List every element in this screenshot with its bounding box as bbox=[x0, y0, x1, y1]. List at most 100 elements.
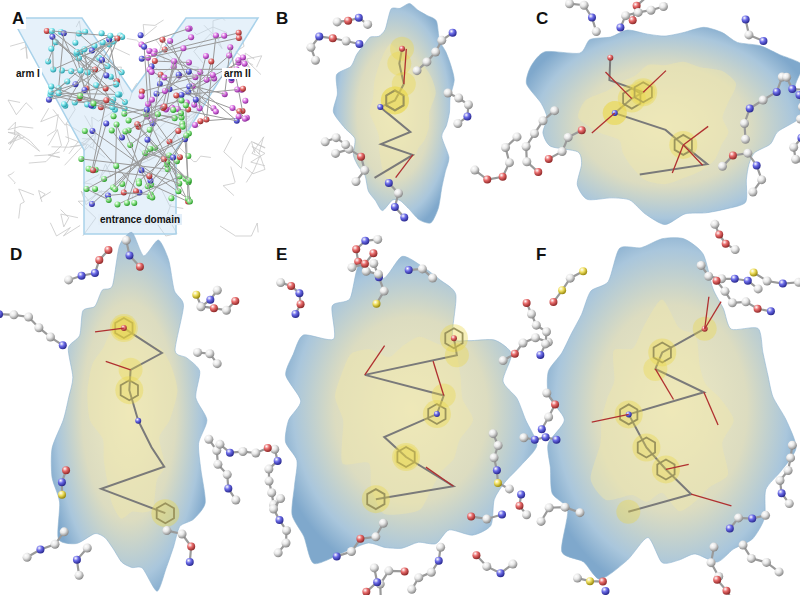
atom-sphere bbox=[482, 562, 491, 571]
bond-stick bbox=[173, 136, 186, 158]
atom-sphere bbox=[297, 300, 305, 308]
residue-atom bbox=[91, 101, 97, 107]
interaction-line bbox=[592, 113, 615, 133]
protein-wireframe bbox=[179, 147, 211, 161]
atom-sphere bbox=[58, 478, 66, 486]
residue-atom bbox=[236, 113, 242, 119]
bond-stick bbox=[281, 283, 301, 314]
bond-stick bbox=[148, 75, 179, 117]
atom-sphere bbox=[729, 151, 737, 159]
protein-wireframe bbox=[8, 172, 15, 184]
atom-sphere bbox=[385, 179, 393, 187]
hydrophobic-marker bbox=[151, 499, 179, 527]
residue-atom bbox=[126, 117, 132, 123]
atom-sphere bbox=[578, 126, 586, 134]
atom-sphere bbox=[579, 267, 587, 275]
bond-stick bbox=[722, 153, 761, 192]
atom-sphere bbox=[451, 335, 457, 341]
atom-sphere bbox=[782, 73, 791, 82]
atom-sphere bbox=[352, 245, 360, 253]
atom-sphere bbox=[775, 567, 784, 576]
bond-stick bbox=[112, 130, 151, 180]
atom-sphere bbox=[23, 553, 32, 562]
bond-stick bbox=[147, 140, 188, 181]
atom-sphere bbox=[773, 88, 781, 96]
atom-sphere bbox=[621, 11, 630, 20]
atom-sphere bbox=[734, 513, 743, 522]
bond-stick bbox=[172, 108, 237, 121]
atom-sphere bbox=[24, 312, 33, 321]
residue-atom bbox=[242, 98, 248, 104]
atom-sphere bbox=[789, 143, 798, 152]
atom-sphere bbox=[741, 135, 750, 144]
atom-sphere bbox=[759, 95, 768, 104]
binding-pocket bbox=[306, 0, 472, 223]
atom-sphere bbox=[501, 143, 510, 152]
atom-sphere bbox=[747, 554, 756, 563]
atom-sphere bbox=[659, 2, 668, 11]
atom-sphere bbox=[715, 231, 723, 239]
protein-wireframe bbox=[143, 20, 163, 36]
atom-sphere bbox=[629, 16, 637, 24]
interaction-line bbox=[691, 494, 731, 506]
atom-sphere bbox=[561, 503, 570, 512]
surface-patch bbox=[87, 332, 177, 519]
atom-sphere bbox=[78, 272, 86, 280]
atom-sphere bbox=[276, 494, 285, 503]
atom-sphere bbox=[355, 14, 363, 22]
residue-atom bbox=[242, 61, 248, 67]
protein-wireframe bbox=[224, 137, 251, 169]
molecular-surface bbox=[51, 232, 207, 591]
atom-sphere bbox=[722, 240, 730, 248]
atom-sphere bbox=[542, 433, 550, 441]
residue-atom bbox=[180, 124, 186, 130]
atom-sphere bbox=[332, 133, 341, 142]
bond-stick bbox=[412, 547, 441, 589]
bond-stick bbox=[164, 159, 178, 191]
bond-stick bbox=[129, 107, 165, 121]
atom-sphere bbox=[362, 588, 370, 595]
atom-sphere bbox=[599, 578, 607, 586]
bond-stick bbox=[475, 137, 517, 180]
bond-stick bbox=[165, 48, 183, 91]
panel-letter: C bbox=[534, 10, 550, 29]
panel-letter: A bbox=[10, 10, 26, 29]
atom-sphere bbox=[741, 297, 750, 306]
atom-sphere bbox=[784, 466, 793, 475]
interaction-line bbox=[396, 155, 413, 178]
residue-atom bbox=[77, 67, 83, 73]
binding-pocket bbox=[470, 0, 800, 254]
bond-stick bbox=[389, 183, 404, 218]
atom-sphere bbox=[270, 445, 279, 454]
atom-sphere bbox=[401, 567, 409, 575]
bond-stick bbox=[125, 131, 189, 180]
residue-atom bbox=[131, 200, 137, 206]
bond-stick bbox=[153, 75, 160, 122]
residue-atom bbox=[113, 163, 119, 169]
bond-stick bbox=[115, 125, 116, 190]
atom-sphere bbox=[580, 1, 589, 10]
atom-sphere bbox=[573, 574, 582, 583]
atom-sphere bbox=[707, 558, 716, 567]
atom-sphere bbox=[83, 544, 92, 553]
protein-wireframe bbox=[220, 223, 258, 236]
atom-sphere bbox=[274, 548, 283, 557]
protein-wireframe bbox=[14, 130, 39, 151]
bond-stick bbox=[503, 338, 548, 361]
hydrophobic-marker bbox=[394, 445, 418, 469]
atom-sphere bbox=[162, 526, 171, 535]
bond-stick bbox=[337, 18, 367, 25]
atom-sphere bbox=[315, 33, 323, 41]
atom-sphere bbox=[482, 514, 491, 523]
atom-sphere bbox=[542, 327, 551, 336]
atom-sphere bbox=[588, 14, 596, 22]
bond-stick bbox=[59, 93, 118, 94]
bond-stick bbox=[124, 192, 151, 194]
atom-sphere bbox=[9, 310, 18, 319]
channel-overview bbox=[8, 18, 265, 236]
residue-atom bbox=[230, 105, 236, 111]
region-label: entrance domain bbox=[98, 214, 182, 225]
residue-atom bbox=[178, 92, 184, 98]
interaction-line bbox=[433, 361, 444, 396]
interaction-line bbox=[666, 464, 689, 469]
